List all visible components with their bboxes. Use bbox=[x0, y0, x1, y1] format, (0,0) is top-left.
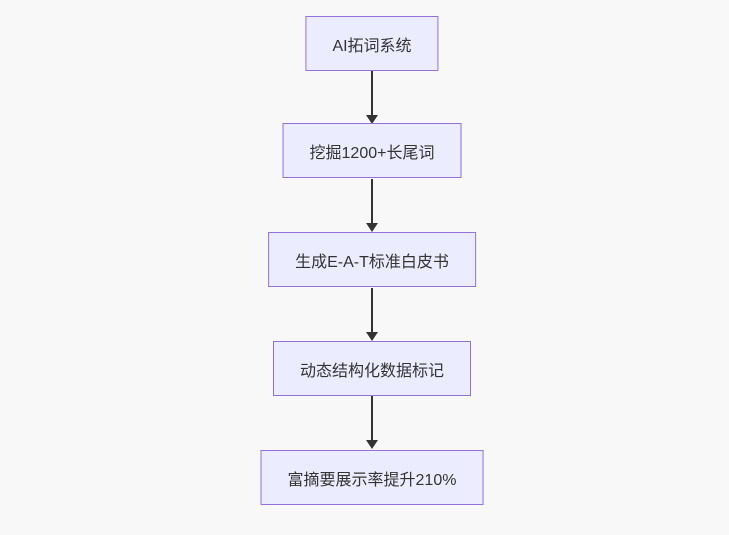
node-label: 生成E-A-T标准白皮书 bbox=[295, 253, 449, 271]
arrowhead-down-icon bbox=[366, 440, 378, 449]
flowchart-edge-c-d bbox=[366, 288, 378, 341]
flowchart-node-longtail-keywords: 挖掘1200+长尾词 bbox=[282, 123, 462, 178]
arrowhead-down-icon bbox=[366, 115, 378, 124]
flowchart-edge-b-c bbox=[366, 179, 378, 232]
edge-line bbox=[371, 179, 373, 223]
arrowhead-down-icon bbox=[366, 223, 378, 232]
arrowhead-down-icon bbox=[366, 332, 378, 341]
flowchart-edge-a-b bbox=[366, 71, 378, 124]
flowchart-node-rich-snippet-result: 富摘要展示率提升210% bbox=[260, 450, 484, 505]
node-label: AI拓词系统 bbox=[332, 37, 412, 55]
flowchart-node-ai-system: AI拓词系统 bbox=[305, 16, 439, 71]
flowchart-edge-d-e bbox=[366, 396, 378, 449]
edge-line bbox=[371, 396, 373, 440]
node-label: 挖掘1200+长尾词 bbox=[309, 144, 435, 162]
edge-line bbox=[371, 288, 373, 332]
edge-line bbox=[371, 71, 373, 115]
node-label: 富摘要展示率提升210% bbox=[287, 471, 457, 489]
flowchart-node-eat-whitepaper: 生成E-A-T标准白皮书 bbox=[268, 232, 476, 287]
node-label: 动态结构化数据标记 bbox=[299, 362, 445, 380]
flowchart-node-structured-data: 动态结构化数据标记 bbox=[272, 341, 472, 396]
